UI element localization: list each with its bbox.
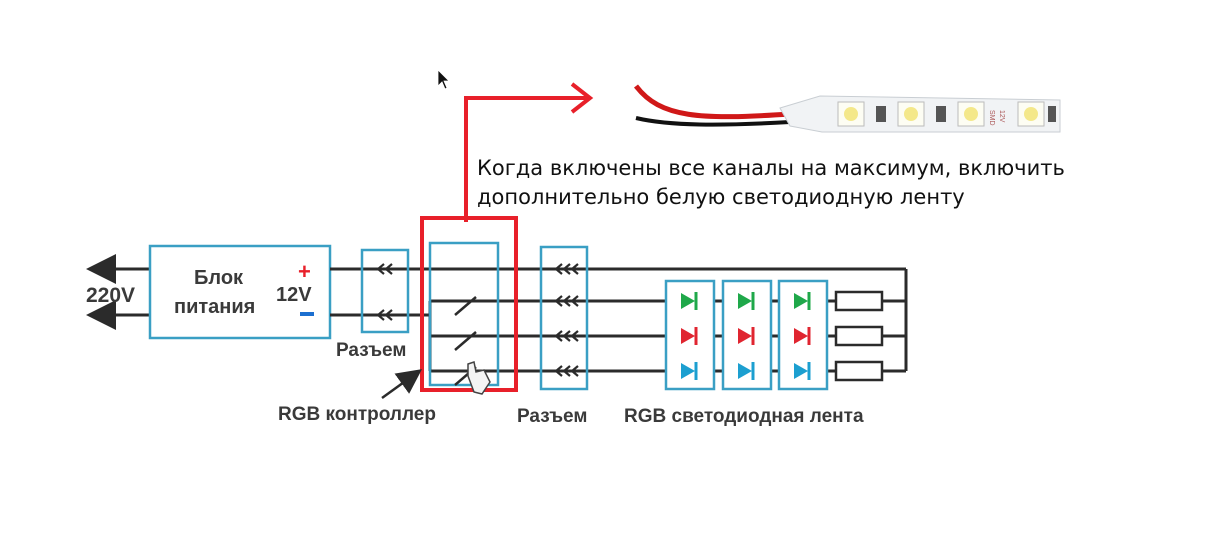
connector-right xyxy=(539,245,589,391)
connector-right-label: Разъем xyxy=(517,406,587,427)
strip-led-chip xyxy=(1017,101,1045,127)
strip-led-chip xyxy=(837,101,865,127)
plus-sign: + xyxy=(298,259,311,284)
diode-icon xyxy=(681,292,698,310)
connector-left-label: Разъем xyxy=(336,340,406,361)
power-supply-box xyxy=(148,244,332,340)
voltage-out-label: 12V xyxy=(276,284,312,306)
led-group xyxy=(664,279,716,391)
minus-sign xyxy=(300,312,314,316)
input-wires xyxy=(86,254,150,330)
led-group xyxy=(721,279,773,391)
diode-icon xyxy=(738,292,755,310)
strip-photo-text: 12V xyxy=(998,110,1005,123)
annotation-line1: Когда включены все каналы на максимум, в… xyxy=(477,156,1065,180)
controller-pointer xyxy=(381,369,423,400)
resistor-icon xyxy=(834,290,884,312)
diode-icon xyxy=(681,362,698,380)
psu-label-line2: питания xyxy=(174,296,255,318)
strip-led-chip xyxy=(957,101,985,127)
led-group xyxy=(777,279,829,391)
resistor-icon xyxy=(834,360,884,382)
strip-photo-text: SMD xyxy=(988,110,995,126)
connector-pins xyxy=(554,263,579,377)
annotation-line2: дополнительно белую светодиодную ленту xyxy=(477,185,965,209)
diode-icon xyxy=(794,362,811,380)
connector-left xyxy=(360,248,410,334)
strip-label: RGB светодиодная лента xyxy=(624,406,864,427)
diode-icon xyxy=(681,327,698,345)
strip-led-chip xyxy=(897,101,925,127)
diode-icon xyxy=(794,327,811,345)
hand-cursor-icon xyxy=(467,361,491,395)
voltage-in-label: 220V xyxy=(86,284,135,307)
psu-label-line1: Блок xyxy=(194,267,244,289)
diode-icon xyxy=(738,327,755,345)
resistor-icon xyxy=(834,325,884,347)
white-led-strip-photo: SMD 12V xyxy=(634,84,1061,133)
arrow-pointer-cursor xyxy=(437,69,450,90)
diode-icon xyxy=(738,362,755,380)
controller-box xyxy=(428,241,500,387)
diode-icon xyxy=(794,292,811,310)
highlight-path xyxy=(464,82,594,222)
controller-label: RGB контроллер xyxy=(278,404,436,425)
annotation: Когда включены все каналы на максимум, в… xyxy=(477,154,1065,212)
controller-highlight-frame xyxy=(420,216,518,392)
connector-pins xyxy=(376,263,393,321)
